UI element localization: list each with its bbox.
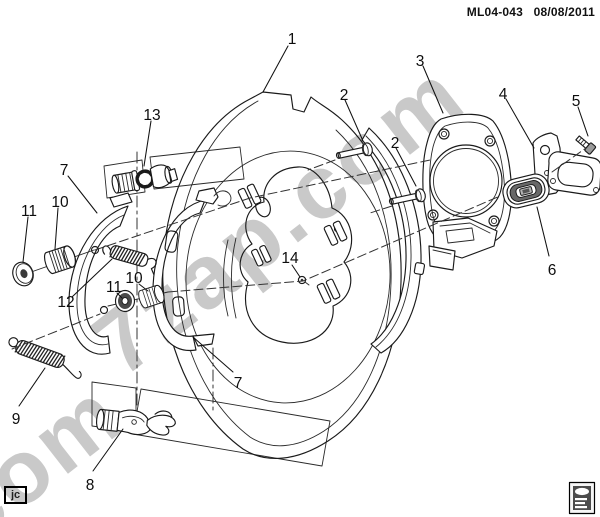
adjuster-assembly-top (111, 164, 179, 194)
leader-11a (22, 216, 29, 263)
grommet (502, 173, 550, 209)
return-spring (8, 337, 82, 379)
leader-1 (262, 45, 289, 93)
callout-10a: 10 (51, 194, 69, 211)
callout-2a: 2 (340, 87, 349, 104)
catalog-logo (568, 481, 596, 515)
leader-12 (71, 258, 113, 298)
adjuster-spring (102, 245, 157, 276)
bolt-small (575, 135, 597, 155)
callout-6: 6 (548, 262, 557, 279)
leader-10a (54, 207, 59, 250)
doc-date: 08/08/2011 (533, 5, 595, 19)
hold-down-cap (43, 245, 77, 275)
callout-13: 13 (143, 107, 160, 124)
leader-3 (422, 65, 444, 114)
assembly-centerlines (136, 151, 214, 412)
callout-8: 8 (86, 477, 95, 494)
assembly-axis-dashes (11, 147, 587, 350)
watermark-text: 7zap.com (74, 44, 484, 395)
shield-slot-tab (237, 183, 262, 209)
leader-lines (18, 45, 589, 472)
leader-6 (536, 206, 550, 257)
actuator-plate (422, 113, 513, 271)
shield-slot-tab (316, 278, 341, 304)
bolt (388, 188, 426, 205)
callout-7b: 7 (234, 375, 243, 392)
callout-11a: 11 (21, 203, 37, 220)
callout-14: 14 (281, 250, 299, 267)
brake-shoe-front (68, 192, 133, 355)
callout-10b: 10 (125, 270, 143, 287)
leader-11b (116, 292, 123, 299)
shield-slot-tab (251, 244, 272, 267)
leader-14 (291, 264, 301, 278)
header: ML04-043 08/08/2011 (460, 5, 595, 19)
callout-7a: 7 (60, 162, 69, 179)
brake-shoe-rear (152, 187, 232, 352)
brake-shoe-right (361, 127, 426, 354)
doc-code: ML04-043 (466, 5, 524, 19)
leader-7b (192, 336, 234, 373)
callout-numbers: 1 2 2 3 4 5 6 7 7 8 9 10 11 12 11 10 13 … (12, 31, 581, 494)
retainer-washer (12, 261, 34, 287)
callout-2b: 2 (391, 135, 400, 152)
callout-4: 4 (499, 86, 508, 103)
callout-12: 12 (57, 294, 74, 311)
leader-7a (67, 175, 98, 214)
shield-slot-tab (323, 220, 348, 246)
bolt (335, 142, 373, 159)
callout-1: 1 (288, 31, 297, 48)
callout-9: 9 (12, 411, 21, 428)
callout-11b: 11 (106, 279, 122, 296)
callout-5: 5 (572, 93, 581, 110)
hold-down-cap (138, 284, 165, 309)
initials-stamp: jc (4, 486, 28, 504)
leader-4 (505, 98, 535, 149)
leader-8 (92, 428, 124, 472)
adjuster-assembly-bottom (95, 408, 176, 436)
leader-10b (138, 283, 149, 292)
leader-9 (18, 367, 46, 407)
leader-2b (395, 147, 417, 187)
leader-13 (143, 120, 152, 167)
leader-5 (577, 106, 589, 137)
leader-2a (344, 99, 364, 142)
callout-3: 3 (416, 53, 425, 70)
